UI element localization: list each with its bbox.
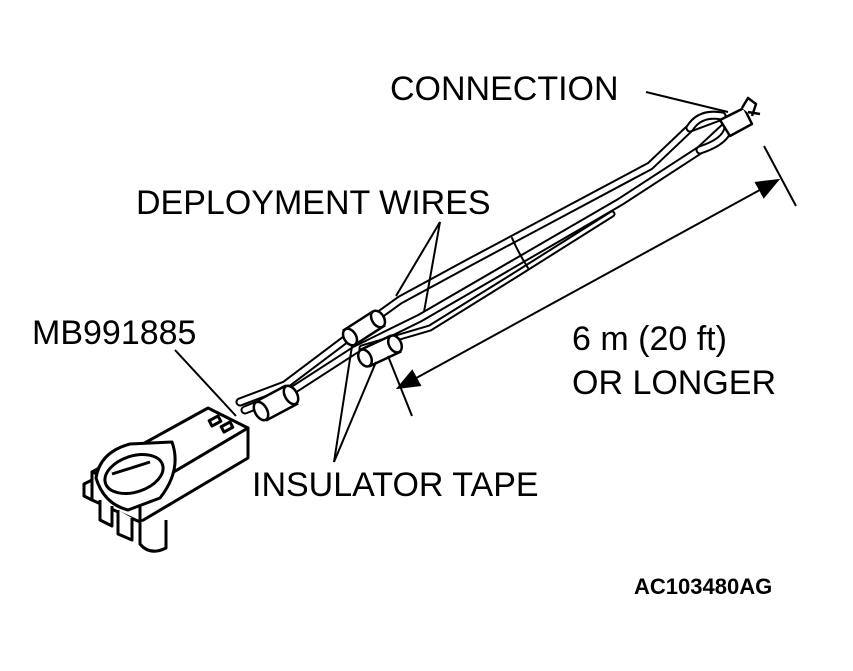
- insulator-tape-1: [252, 384, 300, 422]
- label-insulator-tape: INSULATOR TAPE: [252, 466, 539, 504]
- leader-connection: [645, 91, 729, 113]
- length-dimension: [387, 145, 797, 417]
- figure-code: AC103480AG: [634, 574, 773, 599]
- dimension-arrow: [395, 178, 781, 390]
- label-length-line1: 6 m (20 ft): [572, 320, 727, 358]
- label-tool-number: MB991885: [32, 314, 197, 352]
- wire-upper: [235, 111, 727, 407]
- insulator-tape-2: [341, 309, 387, 347]
- label-deployment-wires: DEPLOYMENT WIRES: [136, 184, 491, 222]
- label-length-line2: OR LONGER: [572, 364, 777, 402]
- mb991885-connector: [82, 406, 250, 553]
- label-connection: CONNECTION: [390, 70, 619, 108]
- connection-clip: [718, 96, 761, 138]
- leader-insulator-2: [333, 361, 377, 463]
- leader-mb991885: [174, 349, 237, 417]
- insulator-tape-wraps: [252, 309, 404, 422]
- dimension-tick-far: [763, 145, 797, 207]
- leader-insulator-1: [333, 345, 353, 463]
